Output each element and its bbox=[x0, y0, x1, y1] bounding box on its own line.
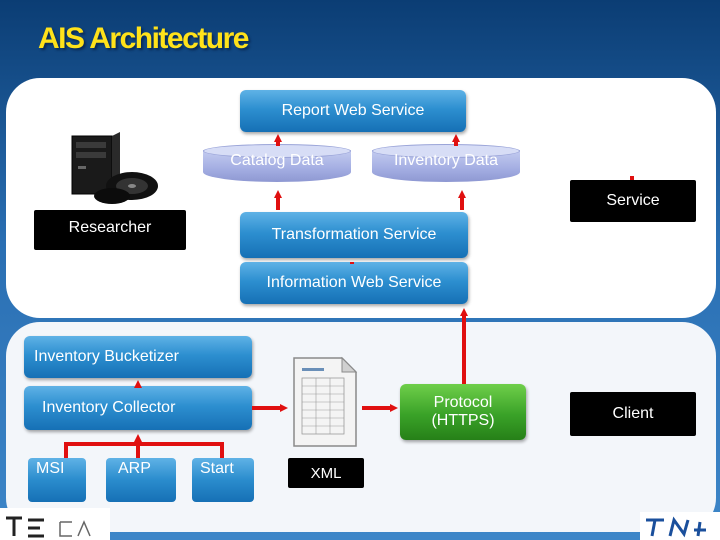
msi-label: MSI bbox=[36, 460, 65, 477]
msi-box: MSI bbox=[28, 458, 86, 502]
transformation-service-label: Transformation Service bbox=[271, 226, 437, 243]
arp-box: ARP bbox=[106, 458, 176, 502]
service-box: Service bbox=[570, 180, 696, 222]
information-web-service-box: Information Web Service bbox=[240, 262, 468, 304]
report-web-service-label: Report Web Service bbox=[281, 102, 425, 119]
inventory-collector-box: Inventory Collector bbox=[24, 386, 252, 430]
inventory-data-database: Inventory Data bbox=[372, 144, 520, 188]
service-label: Service bbox=[606, 192, 660, 209]
researcher-box: Researcher bbox=[34, 210, 186, 250]
transformation-service-box: Transformation Service bbox=[240, 212, 468, 258]
xml-box: XML bbox=[288, 458, 364, 488]
arp-label: ARP bbox=[118, 460, 151, 477]
catalog-data-label: Catalog Data bbox=[230, 152, 324, 169]
document-page-icon bbox=[293, 356, 358, 447]
client-label: Client bbox=[612, 405, 654, 422]
client-box: Client bbox=[570, 392, 696, 436]
xml-label: XML bbox=[310, 464, 342, 482]
catalog-data-database: Catalog Data bbox=[203, 144, 351, 188]
inventory-bucketizer-box: Inventory Bucketizer bbox=[24, 336, 252, 378]
start-box: Start bbox=[192, 458, 254, 502]
footer-left-logo bbox=[0, 508, 110, 540]
slide-title: AIS Architecture bbox=[38, 22, 249, 55]
protocol-label: Protocol bbox=[433, 394, 493, 411]
protocol-https-label: (HTTPS) bbox=[431, 412, 495, 429]
inventory-bucketizer-label: Inventory Bucketizer bbox=[34, 348, 179, 365]
protocol-https-box: Protocol (HTTPS) bbox=[400, 384, 526, 440]
report-web-service-box: Report Web Service bbox=[240, 90, 466, 132]
researcher-label: Researcher bbox=[68, 219, 152, 236]
information-web-service-label: Information Web Service bbox=[266, 274, 442, 291]
footer-right-logo bbox=[640, 512, 720, 540]
inventory-collector-label: Inventory Collector bbox=[42, 399, 176, 416]
computer-tower-with-discs-icon bbox=[71, 132, 158, 204]
inventory-data-label: Inventory Data bbox=[393, 152, 499, 169]
start-label: Start bbox=[200, 460, 234, 477]
